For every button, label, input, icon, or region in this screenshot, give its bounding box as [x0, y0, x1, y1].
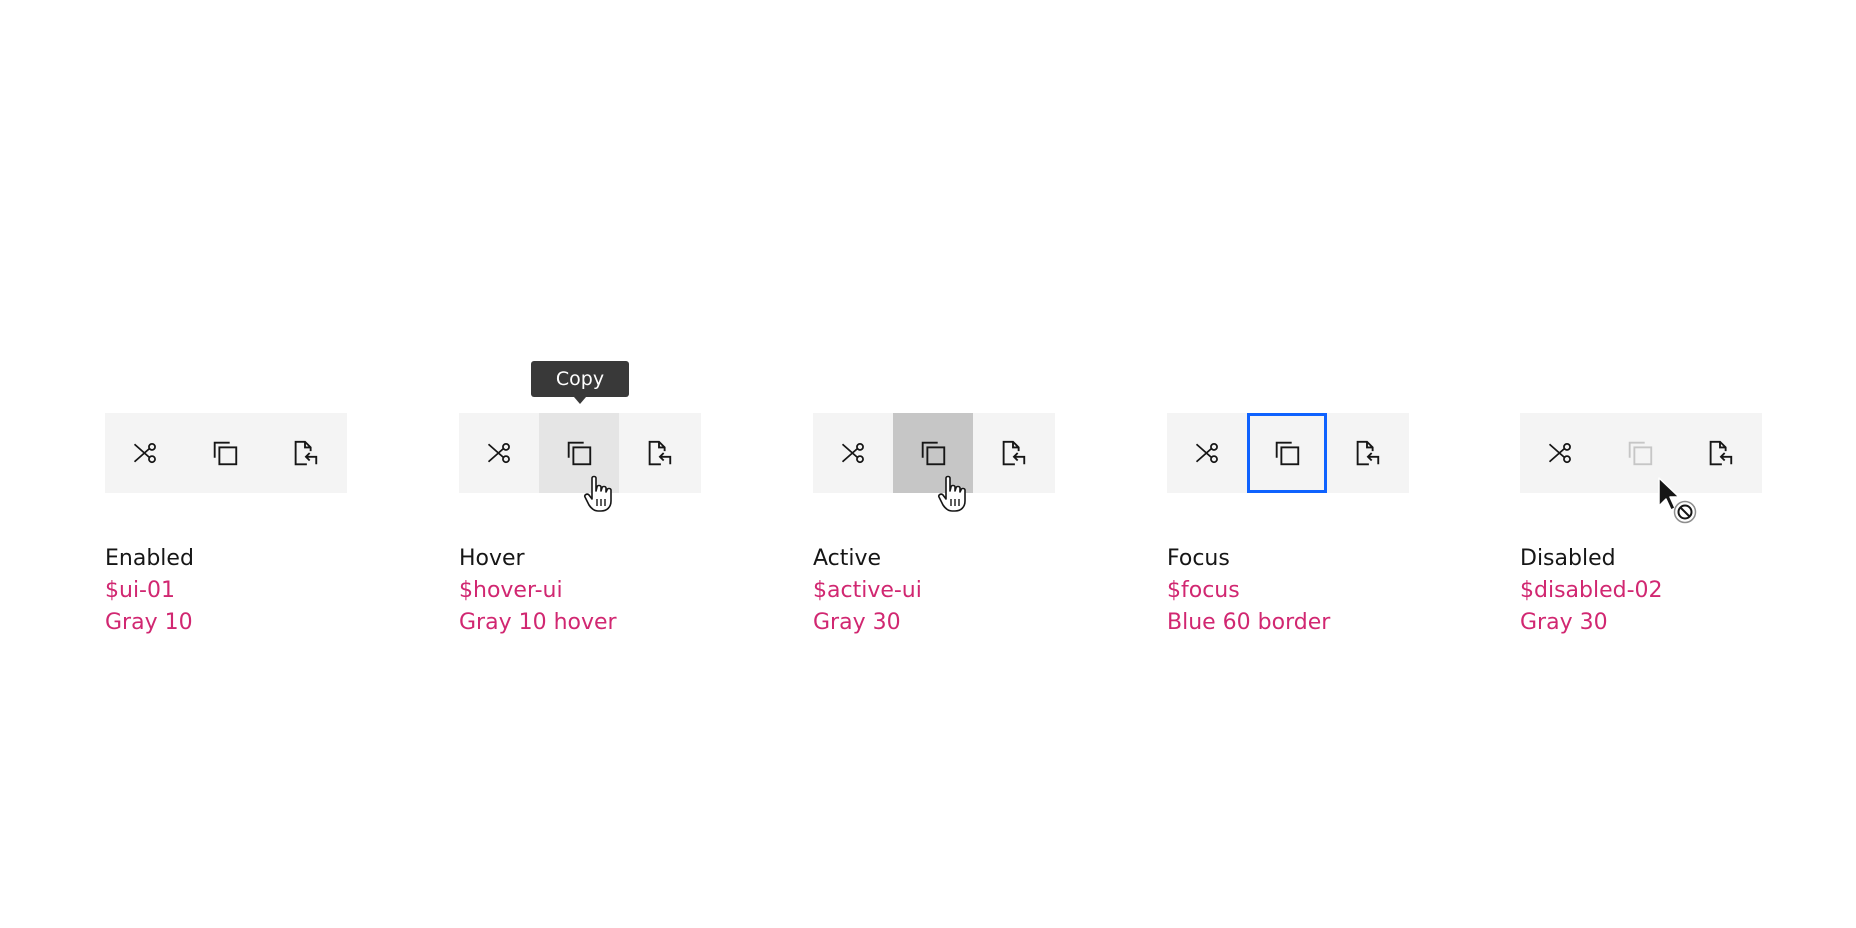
variant-focus: Focus $focus Blue 60 border — [1167, 413, 1409, 635]
paste-button[interactable] — [1327, 413, 1407, 493]
variant-active: Active $active-ui Gray 30 — [813, 413, 1055, 635]
token-label: $focus — [1167, 578, 1240, 603]
paste-icon — [644, 438, 674, 468]
cut-icon — [131, 439, 159, 467]
copy-button[interactable] — [185, 413, 265, 493]
paste-icon — [1705, 438, 1735, 468]
state-label: Active — [813, 546, 882, 571]
toolbar — [1167, 413, 1409, 493]
cut-button[interactable] — [459, 413, 539, 493]
state-label: Disabled — [1520, 546, 1616, 571]
state-label: Focus — [1167, 546, 1230, 571]
toolbar — [105, 413, 347, 493]
copy-icon — [918, 438, 948, 468]
token-label: $ui-01 — [105, 578, 175, 603]
cut-icon — [485, 439, 513, 467]
variant-disabled: Disabled $disabled-02 Gray 30 — [1520, 413, 1762, 635]
token-label: $hover-ui — [459, 578, 563, 603]
copy-icon — [564, 438, 594, 468]
cut-icon — [1546, 439, 1574, 467]
state-label: Hover — [459, 546, 525, 571]
variant-enabled: Enabled $ui-01 Gray 10 — [105, 413, 347, 635]
variant-labels: Active $active-ui Gray 30 — [813, 543, 1073, 639]
state-label: Enabled — [105, 546, 194, 571]
paste-button[interactable] — [265, 413, 345, 493]
toolbar — [1520, 413, 1762, 493]
paste-button[interactable] — [619, 413, 699, 493]
cut-button[interactable] — [813, 413, 893, 493]
copy-button[interactable] — [539, 413, 619, 493]
copy-button[interactable] — [1247, 413, 1327, 493]
copy-tooltip: Copy — [531, 361, 629, 404]
variant-labels: Disabled $disabled-02 Gray 30 — [1520, 543, 1780, 639]
cut-button[interactable] — [105, 413, 185, 493]
color-label: Gray 10 hover — [459, 610, 617, 635]
copy-icon — [210, 438, 240, 468]
copy-button-disabled — [1600, 413, 1680, 493]
cut-icon — [839, 439, 867, 467]
variant-labels: Hover $hover-ui Gray 10 hover — [459, 543, 719, 639]
copy-icon — [1625, 438, 1655, 468]
paste-icon — [290, 438, 320, 468]
copy-icon — [1272, 438, 1302, 468]
variant-labels: Focus $focus Blue 60 border — [1167, 543, 1427, 639]
paste-button[interactable] — [1680, 413, 1760, 493]
toolbar — [813, 413, 1055, 493]
cut-icon — [1193, 439, 1221, 467]
color-label: Blue 60 border — [1167, 610, 1331, 635]
paste-icon — [998, 438, 1028, 468]
toolbar — [459, 413, 701, 493]
color-label: Gray 30 — [1520, 610, 1608, 635]
paste-button[interactable] — [973, 413, 1053, 493]
token-label: $active-ui — [813, 578, 922, 603]
token-label: $disabled-02 — [1520, 578, 1663, 603]
color-label: Gray 30 — [813, 610, 901, 635]
variant-hover: Copy Hover $hover-ui Gray 10 hover — [459, 361, 701, 635]
variant-labels: Enabled $ui-01 Gray 10 — [105, 543, 365, 639]
color-label: Gray 10 — [105, 610, 193, 635]
cut-button[interactable] — [1520, 413, 1600, 493]
paste-icon — [1352, 438, 1382, 468]
cut-button[interactable] — [1167, 413, 1247, 493]
copy-button[interactable] — [893, 413, 973, 493]
